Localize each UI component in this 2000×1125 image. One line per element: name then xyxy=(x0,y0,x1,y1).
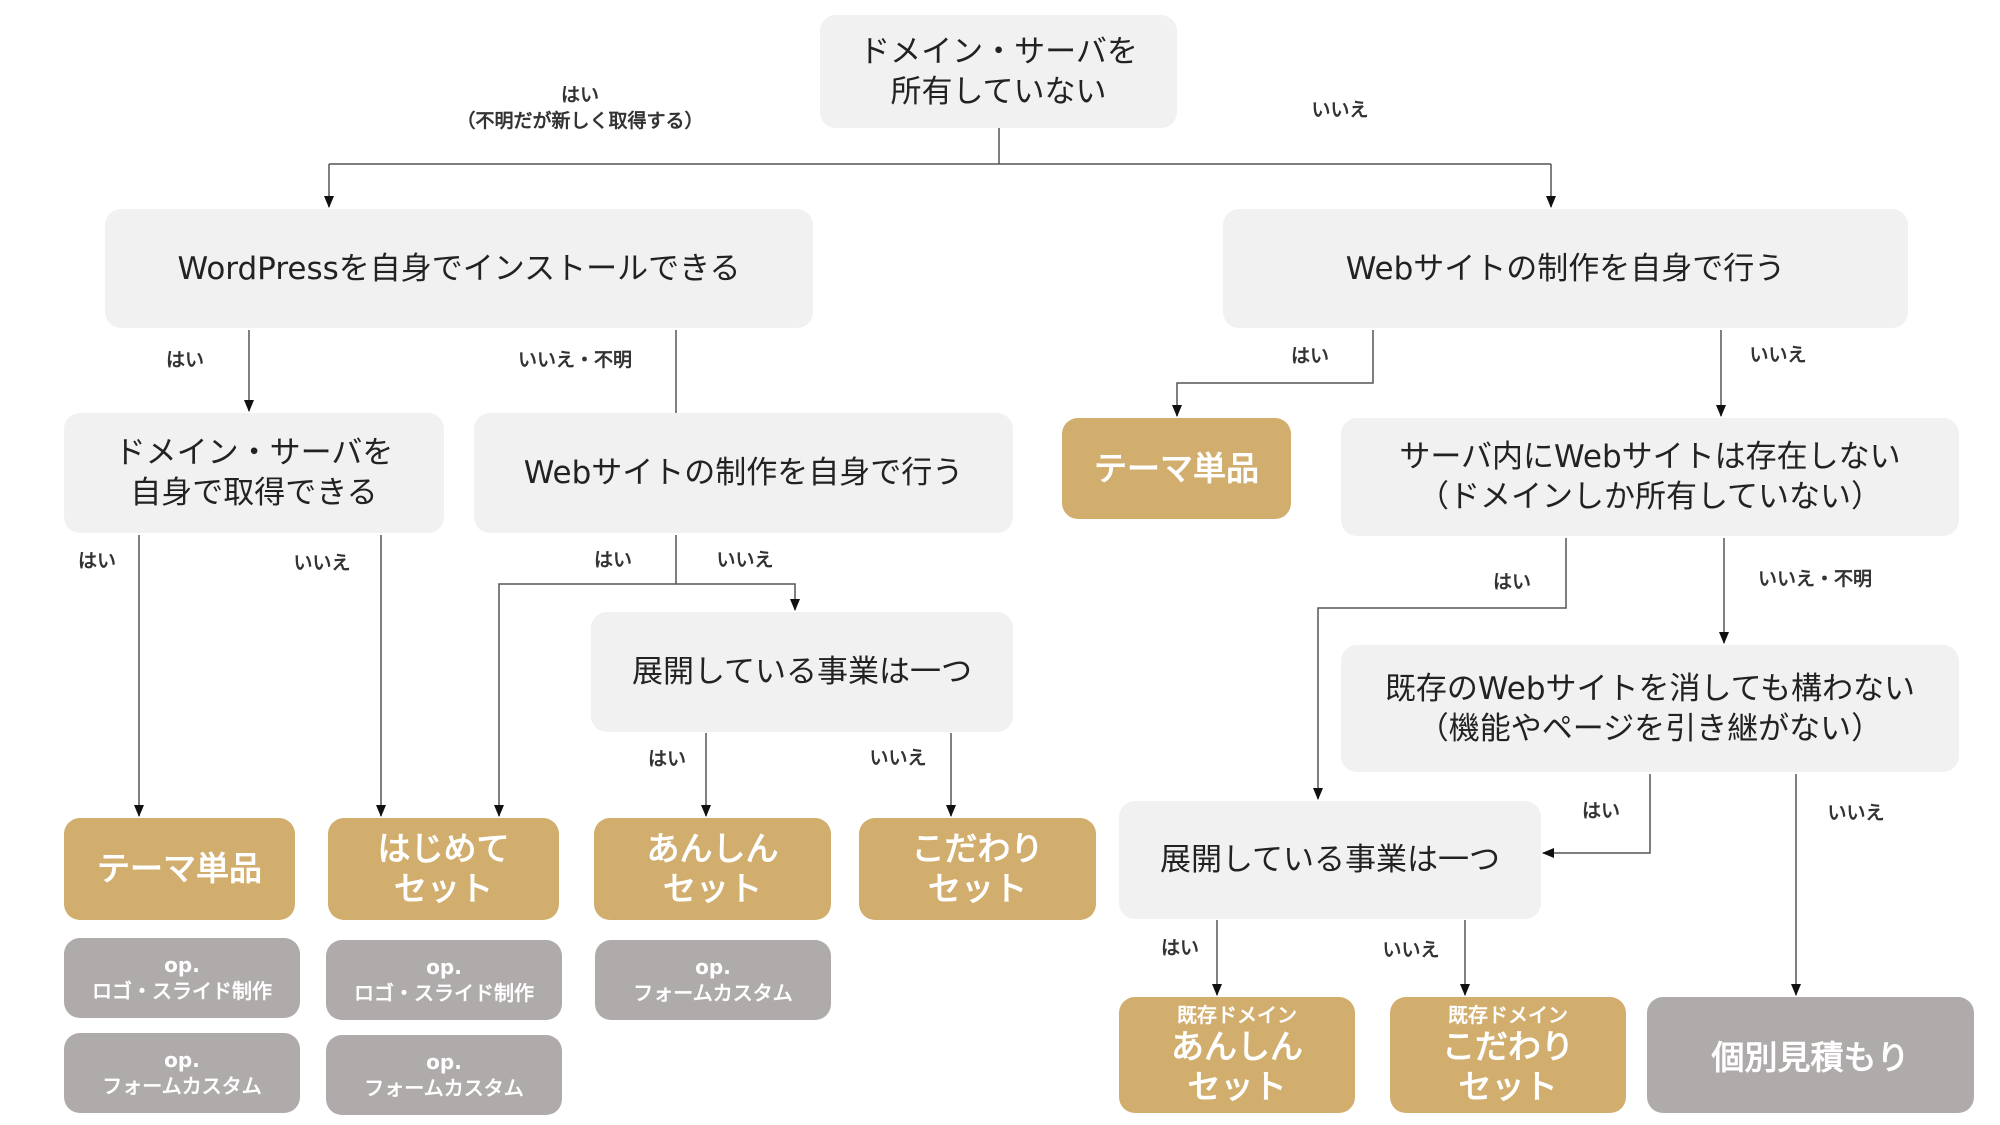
option-form-custom: op. フォームカスタム xyxy=(326,1035,562,1115)
existing-domain-label: 既存ドメイン xyxy=(1448,1003,1568,1027)
result-anshin-set: あんしん セット xyxy=(594,818,831,920)
option-form-custom: op. フォームカスタム xyxy=(64,1033,300,1113)
result-kodawari-set: こだわり セット xyxy=(859,818,1096,920)
branch-label-no-unknown: いいえ・不明 xyxy=(1757,568,1872,590)
branch-label-yes: はい xyxy=(1581,800,1620,822)
business-one-question-right: 展開している事業は一つ xyxy=(1119,801,1541,919)
branch-label-yes: はい xyxy=(647,748,686,770)
branch-label-no: いいえ xyxy=(1749,344,1807,366)
result-theme-single-left: テーマ単品 xyxy=(64,818,295,920)
server-no-site-question: サーバ内にWebサイトは存在しない （ドメインしか所有していない） xyxy=(1341,418,1959,536)
business-one-question-mid: 展開している事業は一つ xyxy=(591,612,1013,732)
branch-label-no: いいえ xyxy=(293,552,351,574)
branch-label-yes: はい xyxy=(77,550,116,572)
option-logo-slide: op. ロゴ・スライド制作 xyxy=(326,940,562,1020)
branch-label-yes: はい xyxy=(165,349,204,371)
option-form-custom: op. フォームカスタム xyxy=(595,940,831,1020)
root-question: ドメイン・サーバを 所有していない xyxy=(820,15,1177,128)
result-theme-single-right: テーマ単品 xyxy=(1062,418,1291,519)
branch-label-yes: はい xyxy=(1492,571,1531,593)
web-self-question-right: Webサイトの制作を自身で行う xyxy=(1223,209,1908,328)
branch-label-yes: はい xyxy=(593,549,632,571)
set-name: こだわり セット xyxy=(1442,1027,1574,1106)
branch-label-yes-new: はい （不明だが新しく取得する） xyxy=(456,84,704,132)
branch-label-no: いいえ xyxy=(1827,802,1885,824)
result-hajimete-set: はじめて セット xyxy=(328,818,559,920)
branch-label-no: いいえ xyxy=(716,549,774,571)
branch-label-yes: はい xyxy=(1290,345,1329,367)
wp-install-question: WordPressを自身でインストールできる xyxy=(105,209,813,328)
web-self-question-mid: Webサイトの制作を自身で行う xyxy=(474,413,1013,533)
existing-domain-label: 既存ドメイン xyxy=(1177,1003,1297,1027)
result-existing-kodawari-set: 既存ドメイン こだわり セット xyxy=(1390,997,1626,1113)
branch-label-yes: はい xyxy=(1160,937,1199,959)
existing-delete-question: 既存のWebサイトを消しても構わない （機能やページを引き継がない） xyxy=(1341,645,1959,772)
branch-label-no: いいえ xyxy=(869,747,927,769)
domain-self-question: ドメイン・サーバを 自身で取得できる xyxy=(64,413,444,533)
branch-label-no: いいえ xyxy=(1382,939,1440,961)
result-custom-quote: 個別見積もり xyxy=(1647,997,1974,1113)
result-existing-anshin-set: 既存ドメイン あんしん セット xyxy=(1119,997,1355,1113)
set-name: あんしん セット xyxy=(1171,1027,1303,1106)
branch-label-no-unknown: いいえ・不明 xyxy=(517,349,632,371)
branch-label-no: いいえ xyxy=(1311,99,1369,121)
option-logo-slide: op. ロゴ・スライド制作 xyxy=(64,938,300,1018)
